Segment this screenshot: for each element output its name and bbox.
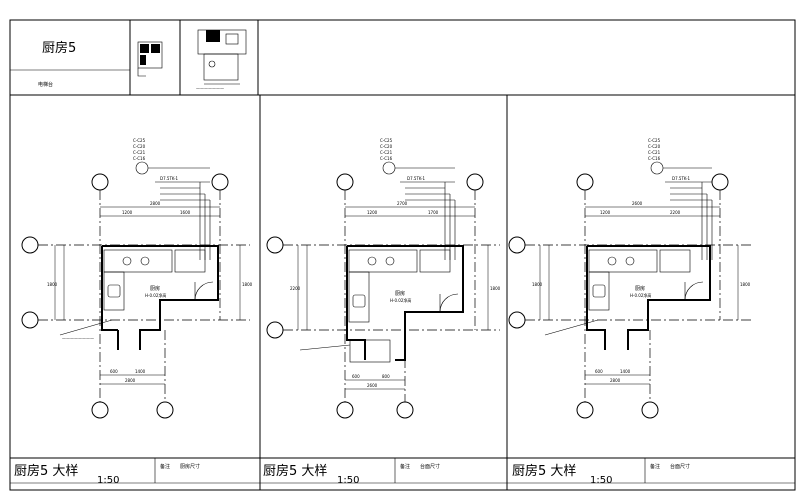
svg-text:———————: ——————— bbox=[196, 86, 224, 91]
dim-bottom-a: 600 bbox=[352, 374, 360, 379]
grid-bubble bbox=[711, 173, 729, 191]
grid-bubble bbox=[466, 173, 484, 191]
svg-text:C-C20: C-C20 bbox=[380, 144, 393, 149]
counter-side bbox=[103, 271, 125, 311]
svg-text:C-C21: C-C21 bbox=[648, 150, 661, 155]
note-value: 台面尺寸 bbox=[420, 463, 440, 470]
note-value: 台面尺寸 bbox=[670, 463, 690, 470]
dim-top-b: 2200 bbox=[670, 210, 681, 215]
dim-bottom-total: 2600 bbox=[367, 383, 378, 388]
panel-scale: 1:50 bbox=[337, 475, 359, 486]
grid-bubble bbox=[266, 321, 284, 339]
counter-top bbox=[103, 249, 173, 273]
kitchen-plan-2: C-C25 C-C20 C-C21 C-C16 D7.5TK-1 2700 12… bbox=[266, 138, 501, 419]
dim-right: 1800 bbox=[242, 282, 253, 287]
sink bbox=[174, 249, 206, 273]
note-label: 备注 bbox=[160, 463, 170, 470]
dim-bottom-a: 600 bbox=[110, 369, 118, 374]
key-plan-thumbnail-1 bbox=[137, 41, 163, 77]
svg-text:C-C21: C-C21 bbox=[380, 150, 393, 155]
pipe-callout: C-C25 C-C20 C-C21 C-C16 D7.5TK-1 bbox=[380, 138, 456, 260]
room-label: 厨房 bbox=[635, 285, 645, 292]
key-plan-thumbnail-2: ——————— bbox=[196, 29, 247, 91]
room-spec: H-0.02净高 bbox=[630, 292, 651, 298]
dim-right: 1800 bbox=[490, 286, 501, 291]
dim-right: 1800 bbox=[740, 282, 751, 287]
kitchen-plan-3: C-C25 C-C20 C-C21 C-C16 D7.5TK-1 2600 12… bbox=[508, 138, 752, 419]
grid-bubble bbox=[396, 401, 414, 419]
grid-bubble bbox=[336, 173, 354, 191]
header-subtitle: 电梯台 bbox=[38, 81, 53, 88]
grid-bubble bbox=[508, 236, 526, 254]
dim-left: 2200 bbox=[290, 286, 301, 291]
callout-ref: D7.5TK-1 bbox=[407, 176, 426, 181]
grid-bubble bbox=[266, 236, 284, 254]
svg-text:C-C20: C-C20 bbox=[133, 144, 146, 149]
panel-title: 厨房5 大样 bbox=[14, 463, 78, 479]
panel-scale: 1:50 bbox=[590, 475, 612, 486]
dim-bottom-b: 800 bbox=[382, 374, 390, 379]
sink-basin bbox=[107, 284, 121, 298]
grid-bubble bbox=[91, 401, 109, 419]
stove-burner bbox=[122, 256, 132, 266]
svg-text:C-C20: C-C20 bbox=[648, 144, 661, 149]
grid-bubble bbox=[156, 401, 174, 419]
dim-top-b: 1600 bbox=[180, 210, 191, 215]
dim-bottom-a: 600 bbox=[595, 369, 603, 374]
door-swing bbox=[194, 281, 214, 301]
room-spec: H-0.02净高 bbox=[390, 297, 411, 303]
note-label: 备注 bbox=[650, 463, 660, 470]
dim-total: 2600 bbox=[632, 201, 643, 206]
room-label: 厨房 bbox=[395, 290, 405, 297]
grid-bubble bbox=[641, 401, 659, 419]
dim-total: 2800 bbox=[150, 201, 161, 206]
note-value: 厨房尺寸 bbox=[180, 463, 200, 470]
svg-text:C-C25: C-C25 bbox=[648, 138, 661, 143]
panel-title: 厨房5 大样 bbox=[263, 463, 327, 479]
room-spec: H-0.02净高 bbox=[145, 292, 166, 298]
callout-ref: D7.5TK-1 bbox=[160, 176, 179, 181]
dim-bottom-total: 2800 bbox=[125, 378, 136, 383]
dim-left: 1800 bbox=[532, 282, 543, 287]
svg-text:C-C16: C-C16 bbox=[648, 156, 661, 161]
panel-scale: 1:50 bbox=[97, 475, 119, 486]
svg-text:C-C16: C-C16 bbox=[133, 156, 146, 161]
note-label: 备注 bbox=[400, 463, 410, 470]
grid-bubble bbox=[211, 173, 229, 191]
dim-left: 1800 bbox=[47, 282, 58, 287]
kitchen-plan-1: C-C25 C-C20 C-C21 C-C16 D7.5TK-1 2800 12… bbox=[21, 138, 253, 419]
grid-bubble bbox=[21, 311, 39, 329]
pipe-callout: C-C25 C-C20 C-C21 C-C16 D7.5TK-1 bbox=[133, 138, 211, 260]
svg-text:————————: ———————— bbox=[62, 336, 94, 341]
grid-bubble bbox=[91, 173, 109, 191]
dim-bottom-b: 1400 bbox=[620, 369, 631, 374]
callout-ref: D7.5TK-1 bbox=[672, 176, 691, 181]
dim-bottom-total: 2800 bbox=[610, 378, 621, 383]
dim-top-a: 1200 bbox=[122, 210, 133, 215]
grid-bubble bbox=[336, 401, 354, 419]
svg-text:C-C25: C-C25 bbox=[133, 138, 146, 143]
dim-top-b: 1700 bbox=[428, 210, 439, 215]
grid-bubble bbox=[508, 311, 526, 329]
header-title: 厨房5 bbox=[42, 40, 76, 56]
pipe-callout: C-C25 C-C20 C-C21 C-C16 D7.5TK-1 bbox=[648, 138, 713, 260]
dim-total: 2700 bbox=[397, 201, 408, 206]
dim-top-a: 1200 bbox=[367, 210, 378, 215]
panel-title: 厨房5 大样 bbox=[512, 463, 576, 479]
svg-text:C-C16: C-C16 bbox=[380, 156, 393, 161]
sheet-border bbox=[9, 19, 796, 491]
grid-bubble bbox=[576, 173, 594, 191]
grid-bubble bbox=[576, 401, 594, 419]
stove-burner bbox=[140, 256, 150, 266]
dim-top-a: 1200 bbox=[600, 210, 611, 215]
svg-text:C-C25: C-C25 bbox=[380, 138, 393, 143]
room-label: 厨房 bbox=[150, 285, 160, 292]
grid-bubble bbox=[21, 236, 39, 254]
svg-text:C-C21: C-C21 bbox=[133, 150, 146, 155]
dim-bottom-b: 1400 bbox=[135, 369, 146, 374]
